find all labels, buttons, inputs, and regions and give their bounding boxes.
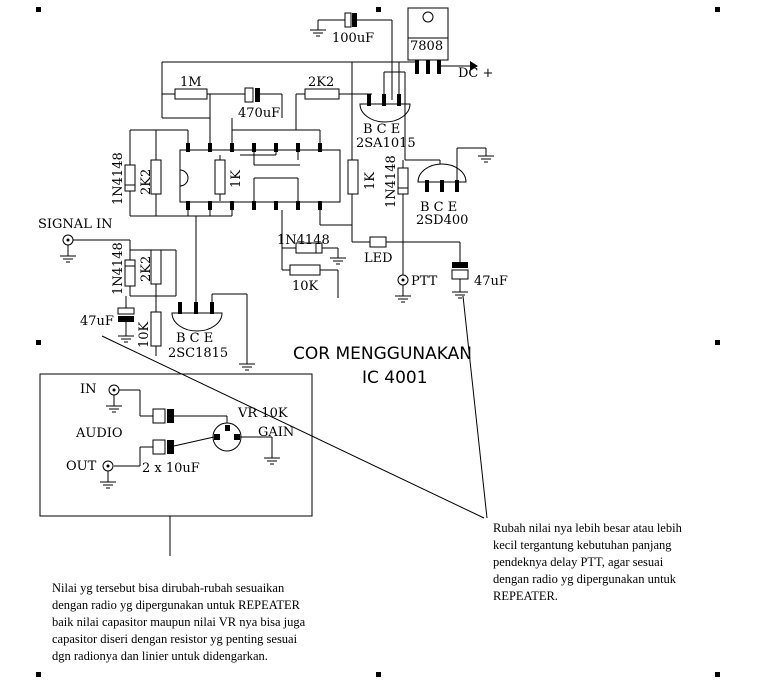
diode-1n4148-right-symbol — [397, 160, 409, 275]
tr-2sc1815-label: 2SC1815 — [168, 346, 228, 361]
r-10k-left-label: 10K — [137, 321, 152, 348]
cap-47uf-left-label: 47uF — [80, 314, 114, 329]
audio-cap-in-symbol — [152, 408, 228, 426]
r-1k-mid-symbol — [347, 159, 370, 243]
r-2k2-in-label: 2K2 — [139, 256, 154, 282]
audio-label: AUDIO — [75, 426, 123, 441]
title-line2: IC 4001 — [362, 368, 428, 388]
supply-rail — [161, 61, 415, 160]
note-bottom-line: dgn radionya dan linier untuk didengarka… — [52, 649, 268, 663]
diode-1n4148-left-symbol — [124, 130, 232, 217]
signal-in-label: SIGNAL IN — [38, 217, 112, 232]
r-2k2-in-symbol — [130, 249, 177, 296]
vr-10k-gain-symbol — [173, 422, 280, 465]
audio-box-frame — [39, 373, 313, 517]
tr-2sa1015-label: 2SA1015 — [356, 136, 416, 151]
r-1m-label: 1M — [180, 75, 202, 90]
transistor-2sd400-symbol — [404, 72, 494, 192]
r-1k-ic-label: 1K — [229, 170, 244, 188]
audio-cap-out-symbol — [114, 439, 174, 467]
r-2k2-top-label: 2K2 — [308, 75, 334, 90]
cap-47uf-left-symbol — [117, 296, 135, 343]
r-2k2-left-label: 2K2 — [139, 169, 154, 195]
audio-in-label: IN — [80, 382, 97, 397]
d-1n4148-left-label: 1N4148 — [111, 152, 126, 205]
note-bottom-line: Nilai yg tersebut bisa dirubah-rubah ses… — [52, 581, 285, 595]
bce-b-label: B C E — [420, 200, 457, 215]
leader-lines — [101, 295, 488, 556]
transistor-2sc1815-symbol — [171, 216, 255, 371]
caps-2x10uf-label: 2 x 10uF — [142, 461, 200, 476]
cap-100uf-label: 100uF — [332, 31, 374, 46]
audio-in-connector-symbol — [106, 384, 153, 417]
diode-1n4148-mid-symbol — [281, 210, 346, 265]
signal-in-connector-symbol — [60, 234, 130, 263]
regulator-7808-symbol — [407, 7, 478, 74]
led-label: LED — [364, 251, 393, 266]
r-2k2-left-symbol — [150, 130, 162, 216]
d-1n4148-in-label: 1N4148 — [111, 242, 126, 295]
note-bottom: Nilai yg tersebut bisa dirubah-rubah ses… — [52, 580, 372, 665]
audio-out-label: OUT — [66, 459, 97, 474]
title-line1: COR MENGGUNAKAN — [293, 344, 472, 364]
note-right-line: REPEATER. — [493, 589, 558, 603]
tr-2sd400-label: 2SD400 — [416, 213, 468, 228]
cap-47uf-right-label: 47uF — [474, 274, 508, 289]
note-bottom-line: baik nilai capasitor maupun nilai VR nya… — [52, 615, 306, 629]
r-1k-mid-label: 1K — [363, 172, 378, 190]
cap-470uf-label: 470uF — [238, 106, 280, 121]
gain-label: GAIN — [258, 425, 294, 440]
note-bottom-line: capasitor diseri dengan resistor yg pent… — [52, 632, 298, 646]
transistor-2sa1015-symbol — [359, 62, 411, 123]
ptt-connector-symbol — [395, 274, 411, 303]
note-right-line: kecil tergantung kebutuhan panjang — [493, 538, 672, 552]
r-10k-left-symbol — [150, 296, 162, 356]
led-symbol — [369, 236, 461, 262]
cap-47uf-right-symbol — [451, 262, 469, 299]
r-1m-symbol — [162, 88, 245, 150]
d-1n4148-mid-label: 1N4148 — [277, 233, 330, 248]
note-right-line: pendeknya delay PTT, agar sesuai — [493, 555, 664, 569]
bce-a-label: B C E — [363, 122, 400, 137]
bce-c-label: B C E — [176, 331, 213, 346]
ic-4001-symbol — [130, 118, 352, 226]
audio-out-connector-symbol — [100, 460, 116, 489]
cap-100uf-symbol — [310, 12, 393, 62]
r-10k-mid-symbol — [281, 248, 339, 298]
d-1n4148-right-label: 1N4148 — [384, 155, 399, 208]
note-bottom-line: dengan radio yg dipergunakan untuk REPEA… — [52, 598, 300, 612]
r-10k-mid-label: 10K — [292, 279, 319, 294]
diode-1n4148-in-symbol — [124, 240, 176, 297]
note-right-line: dengan radio yg dipergunakan untuk — [493, 572, 677, 586]
dc-plus-label: DC + — [458, 66, 493, 81]
regulator-7808-label: 7808 — [410, 39, 443, 54]
ptt-label: PTT — [411, 274, 438, 289]
r-2k2-top-symbol — [295, 88, 372, 130]
cap-470uf-symbol — [244, 87, 283, 118]
selection-handles[interactable] — [36, 7, 720, 677]
note-right-line: Rubah nilai nya lebih besar atau lebih — [493, 521, 682, 535]
note-right: Rubah nilai nya lebih besar atau lebih k… — [493, 520, 743, 605]
vr-10k-label: VR 10K — [237, 406, 288, 421]
r-1k-ic-symbol — [214, 155, 226, 201]
